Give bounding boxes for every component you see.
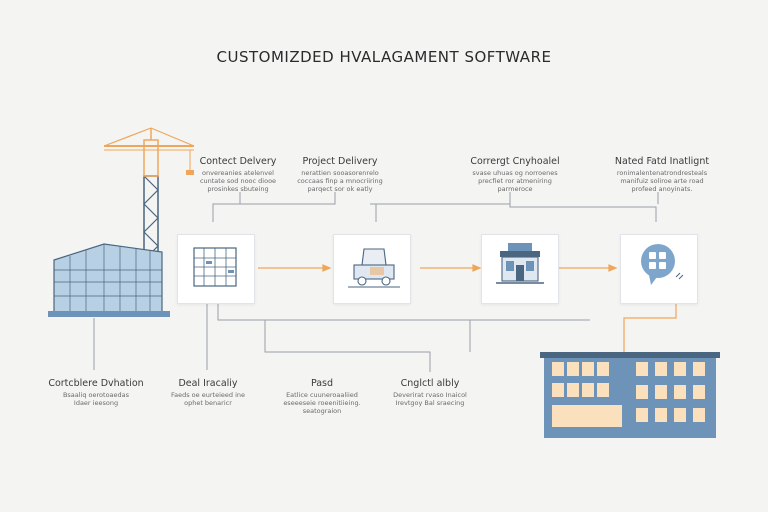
storefront-icon [496, 243, 544, 284]
top-label-heading: Corrergt Cnyhoalel [470, 156, 560, 167]
bottom-label-heading: Cortcblere Dvhation [48, 378, 144, 389]
team-bubble-icon [641, 244, 684, 285]
office-building-icon [540, 352, 720, 438]
connector-line [509, 192, 657, 222]
flow-arrow [623, 295, 677, 352]
flow-arrow-head [472, 264, 482, 272]
flow-arrow-head [608, 264, 618, 272]
bottom-label-heading: Deal Iracaliy [178, 378, 238, 389]
warehouse-building-icon [48, 243, 170, 317]
bottom-label-heading: Pasd [310, 378, 334, 389]
process-card-contect-delivery [177, 234, 255, 304]
page-title: CUSTOMIZDED HVALAGAMENT SOFTWARE [216, 48, 552, 66]
connector-line [217, 302, 590, 321]
connector-line [214, 192, 336, 205]
top-label-heading: Project Delivery [302, 156, 378, 167]
flow-arrow-head [322, 264, 332, 272]
top-label-heading: Contect Delvery [199, 156, 277, 167]
process-card-nated-fatd-inatlignt [620, 234, 698, 304]
process-card-project-delivery [333, 234, 411, 304]
delivery-truck-icon [348, 248, 400, 288]
connector-line [264, 320, 431, 372]
top-label-heading: Nated Fatd Inatlignt [614, 156, 710, 167]
grid-document-icon [193, 247, 237, 287]
connector-line [212, 192, 241, 222]
bottom-label-heading: Cnglctl albly [400, 378, 460, 389]
process-card-corrergt-cnyhoalel [481, 234, 559, 304]
